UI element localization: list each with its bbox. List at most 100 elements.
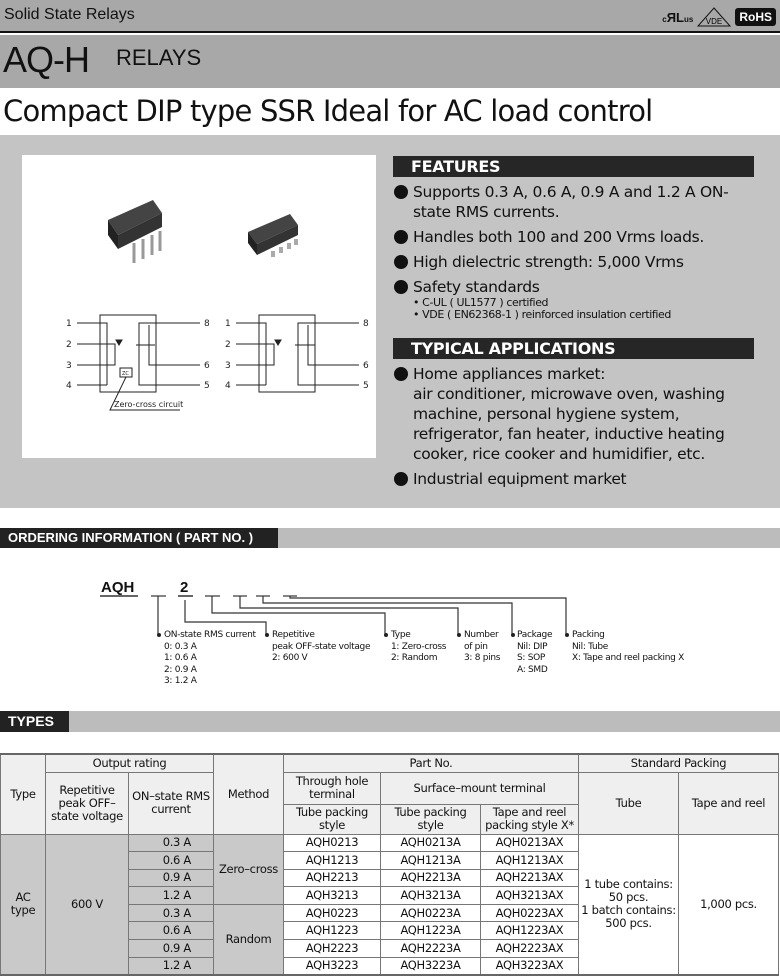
- header-through-hole: Through hole terminal: [283, 771, 381, 805]
- zc-box-label: ZC: [122, 371, 129, 377]
- feature-subitem: • VDE ( EN62368-1 ) reinforced insulatio…: [413, 308, 671, 321]
- circuit-random: [236, 314, 359, 393]
- part-number-cell: AQH0213A: [380, 833, 481, 853]
- product-name: AQ-H: [3, 39, 90, 80]
- certification-logos: cЯLus VDE RoHS: [662, 7, 776, 27]
- pin-8-label: 8: [363, 319, 369, 329]
- circuit-zero-cross: [77, 314, 200, 411]
- part-number-cell: AQH1213A: [380, 851, 481, 870]
- part-number-cell: AQH1213: [283, 851, 381, 870]
- overview-panel: 1 2 3 4 8 6 5 ZC Zero-cross circuit 1 2 …: [0, 135, 780, 508]
- smd-chip-icon: [248, 214, 298, 257]
- part-number-cell: AQH0213AX: [480, 833, 579, 853]
- header-tube-style-th: Tube packing style: [283, 803, 381, 835]
- pin-4-label: 4: [225, 381, 231, 391]
- types-table: Type Output rating Method Part No. Stand…: [0, 753, 779, 976]
- current-cell: 0.6 A: [128, 851, 214, 870]
- tube-packing-cell: 1 tube contains:50 pcs.1 batch contains:…: [578, 833, 679, 976]
- application-item: Industrial equipment market: [393, 469, 754, 489]
- current-cell: 0.6 A: [128, 921, 214, 941]
- voltage-cell: 600 V: [45, 833, 129, 976]
- part-fixed-digit: 2: [180, 579, 189, 596]
- current-cell: 0.3 A: [128, 903, 214, 923]
- zero-cross-label: Zero-cross circuit: [114, 400, 183, 409]
- category-label: Solid State Relays: [4, 6, 135, 23]
- feature-item: High dielectric strength: 5,000 Vrms: [393, 252, 754, 272]
- header-current: ON–state RMS current: [128, 771, 214, 835]
- part-number-cell: AQH1223A: [380, 921, 481, 941]
- rohs-logo-icon: RoHS: [735, 8, 776, 26]
- header-tube: Tube: [578, 771, 679, 835]
- ul-logo-icon: cЯLus: [662, 9, 694, 25]
- ordering-heading: ORDERING INFORMATION ( PART NO. ): [0, 528, 278, 548]
- header-tape-style: Tape and reel packing style X*: [480, 803, 579, 835]
- pin-6-label: 6: [204, 361, 210, 371]
- part-number-cell: AQH1223AX: [480, 921, 579, 941]
- dip-chip-icon: [108, 200, 162, 263]
- current-cell: 0.3 A: [128, 833, 214, 853]
- pin-1-label: 1: [66, 319, 72, 329]
- pin-6-label: 6: [363, 361, 369, 371]
- part-number-cell: AQH1223: [283, 921, 381, 941]
- header-smt: Surface–mount terminal: [380, 771, 579, 805]
- pin-5-label: 5: [363, 381, 369, 391]
- pin-2-label: 2: [225, 340, 231, 350]
- header-part-no: Part No.: [283, 753, 579, 773]
- header-standard-packing: Standard Packing: [578, 753, 779, 773]
- part-number-cell: AQH0223AX: [480, 903, 579, 923]
- method-cell: Zero–cross: [213, 833, 284, 905]
- part-number-cell: AQH1213AX: [480, 851, 579, 870]
- applications-heading: TYPICAL APPLICATIONS: [393, 338, 754, 359]
- types-heading: TYPES: [0, 711, 69, 732]
- part-number-cell: AQH0213: [283, 833, 381, 853]
- part-number-cell: AQH2223AX: [480, 939, 579, 958]
- svg-text:VDE: VDE: [706, 17, 722, 26]
- tape-packing-cell: 1,000 pcs.: [678, 833, 779, 976]
- part-number-cell: AQH2213AX: [480, 868, 579, 888]
- part-number-cell: AQH3223AX: [480, 956, 579, 976]
- part-number-cell: AQH2213A: [380, 868, 481, 888]
- features-section: FEATURES Supports 0.3 A, 0.6 A, 0.9 A an…: [393, 156, 754, 489]
- top-bar: Solid State Relays cЯLus VDE RoHS: [0, 0, 780, 33]
- product-suffix: RELAYS: [116, 45, 202, 70]
- pin-3-label: 3: [66, 361, 72, 371]
- part-number-cell: AQH3213: [283, 886, 381, 905]
- vde-logo-icon: VDE: [697, 7, 732, 27]
- pin-4-label: 4: [66, 381, 72, 391]
- pin-1-label: 1: [225, 319, 231, 329]
- method-cell: Random: [213, 903, 284, 976]
- header-type: Type: [0, 753, 46, 835]
- pin-5-label: 5: [204, 381, 210, 391]
- part-number-cell: AQH3223: [283, 956, 381, 976]
- types-header-bar: TYPES: [0, 711, 780, 732]
- product-illustration: 1 2 3 4 8 6 5 ZC Zero-cross circuit 1 2 …: [66, 200, 369, 411]
- product-image-box: 1 2 3 4 8 6 5 ZC Zero-cross circuit 1 2 …: [22, 155, 376, 458]
- header-method: Method: [213, 753, 284, 835]
- header-voltage: Repetitive peak OFF–state voltage: [45, 771, 129, 835]
- part-prefix: AQH: [101, 579, 135, 596]
- current-cell: 1.2 A: [128, 886, 214, 905]
- part-number-lines: [100, 595, 569, 637]
- part-number-cell: AQH2213: [283, 868, 381, 888]
- part-number-cell: AQH0223A: [380, 903, 481, 923]
- header-tube-style-smt: Tube packing style: [380, 803, 481, 835]
- feature-item: Supports 0.3 A, 0.6 A, 0.9 A and 1.2 A O…: [393, 182, 754, 222]
- feature-item: Handles both 100 and 200 Vrms loads.: [393, 227, 754, 247]
- pin-2-label: 2: [66, 340, 72, 350]
- part-number-cell: AQH2223A: [380, 939, 481, 958]
- part-number-cell: AQH3213A: [380, 886, 481, 905]
- product-band: AQ-H RELAYS: [0, 35, 780, 88]
- feature-subitem: • C-UL ( UL1577 ) certified: [413, 296, 549, 309]
- part-number-cell: AQH3223A: [380, 956, 481, 976]
- application-item: Home appliances market:: [393, 364, 754, 384]
